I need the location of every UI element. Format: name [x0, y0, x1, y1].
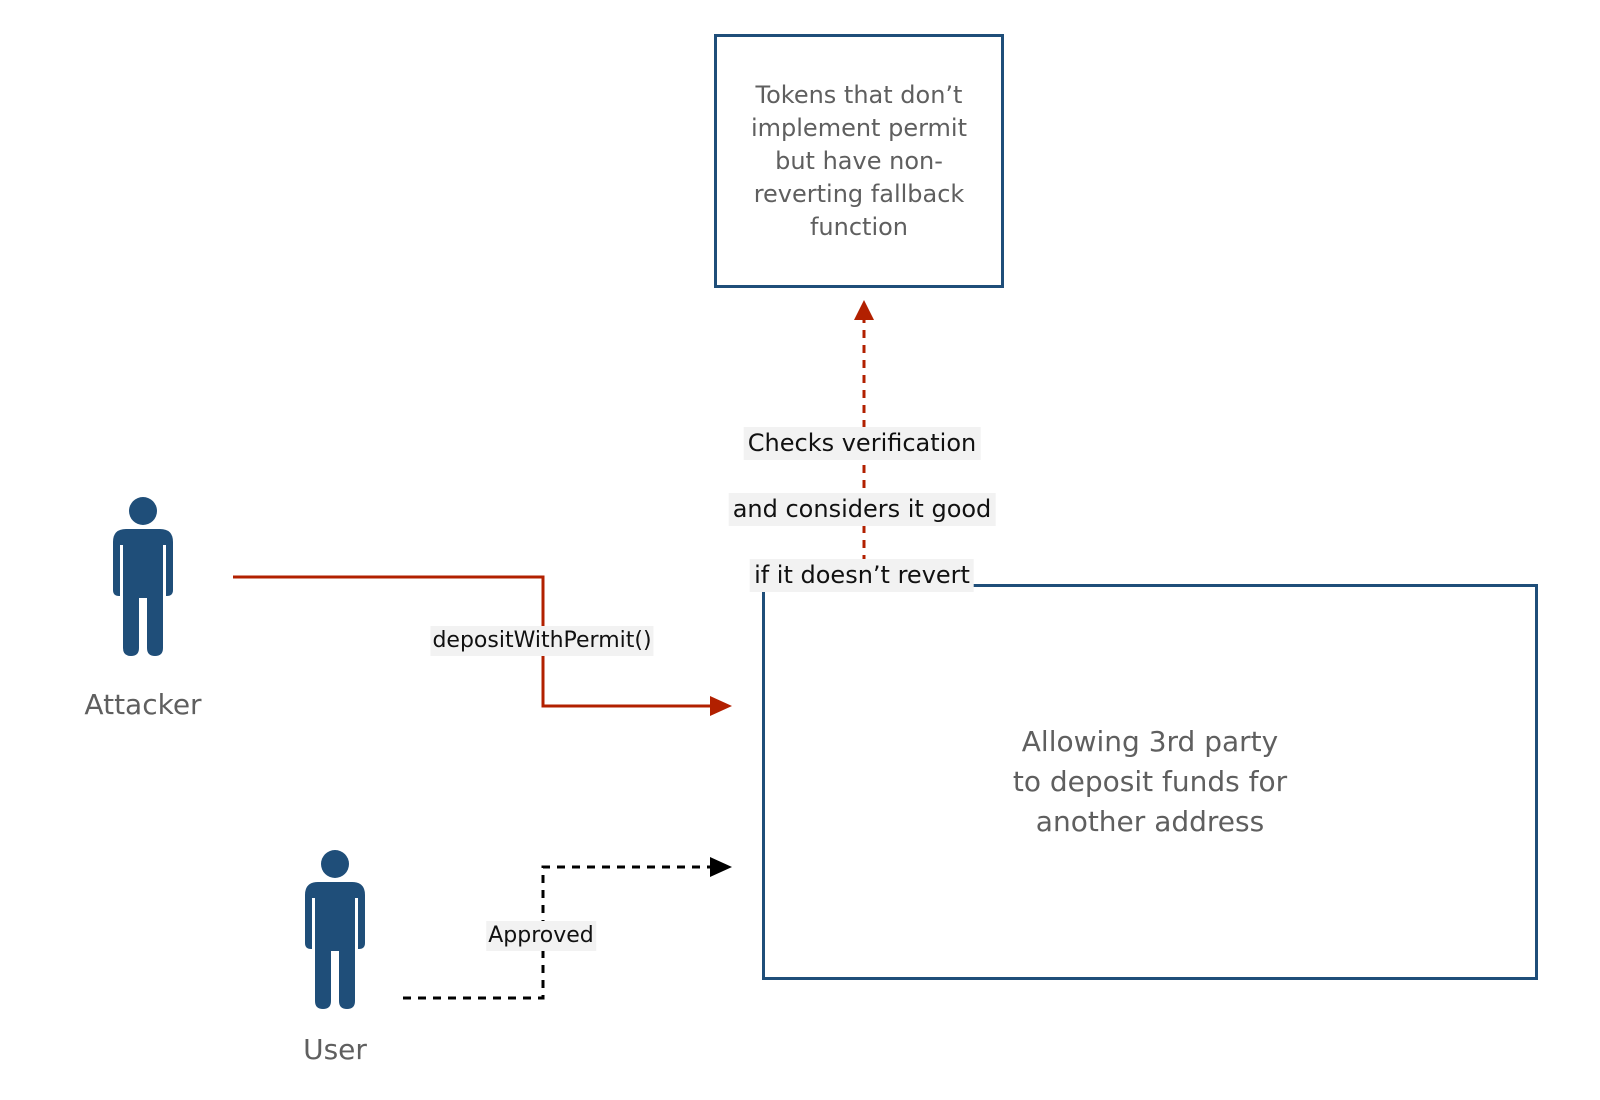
checks-edge-arrowhead: [854, 300, 874, 320]
checks-edge: [854, 300, 874, 578]
user-person-icon: [305, 850, 365, 1009]
allowing-node-text: Allowing 3rd party to deposit funds for …: [1012, 725, 1288, 838]
allowing-node: Allowing 3rd party to deposit funds for …: [762, 584, 1538, 980]
deposit-edge-label: depositWithPermit(): [430, 626, 654, 656]
approved-edge: [403, 857, 732, 1000]
tokens-node: Tokens that don’t implement permit but h…: [714, 34, 1004, 288]
attacker-person-icon: [113, 497, 173, 656]
approved-edge-label: Approved: [486, 921, 596, 951]
user-label: User: [303, 1033, 367, 1066]
approved-edge-arrowhead: [710, 857, 732, 877]
checks-edge-label: Checks verification and considers it goo…: [728, 394, 996, 592]
tokens-node-text: Tokens that don’t implement permit but h…: [750, 80, 967, 241]
attacker-label: Attacker: [84, 688, 202, 721]
checks-label-line: Checks verification: [743, 427, 981, 460]
deposit-edge-arrowhead: [710, 696, 732, 716]
checks-label-line: if it doesn’t revert: [750, 559, 974, 592]
checks-label-line: and considers it good: [728, 493, 996, 526]
